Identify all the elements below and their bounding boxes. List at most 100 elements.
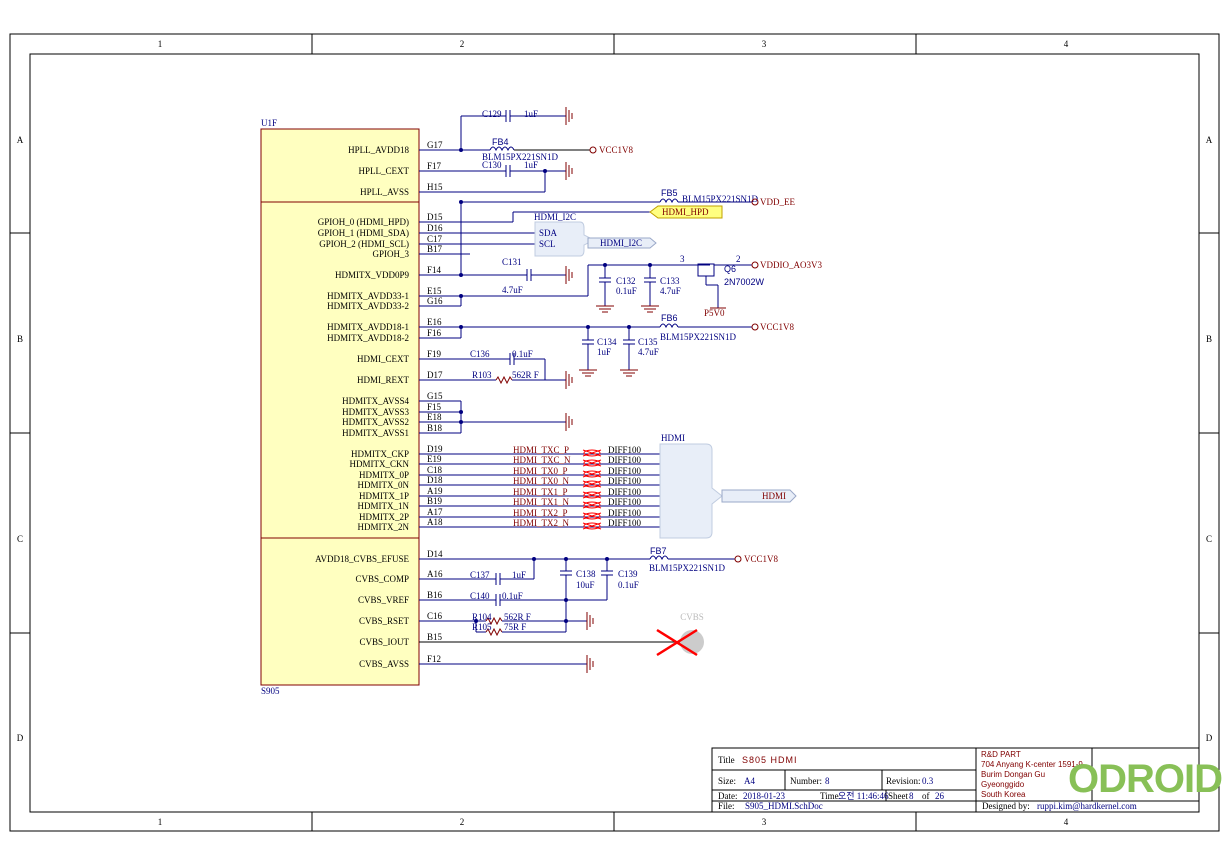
hdmi-net-class: DIFF100: [608, 476, 642, 486]
pin-number: D18: [427, 475, 443, 485]
r105-value: 75R F: [504, 622, 526, 632]
pin-name: HDMITX_0P: [359, 470, 409, 480]
junction-dot: [459, 410, 463, 414]
hdmi-hpd-label: HDMI_HPD: [662, 207, 709, 217]
hpll-section: C129 1uF FB4 BLM15PX221SN1D VCC1V8 C130 …: [419, 109, 634, 193]
pin-number: C18: [427, 465, 443, 475]
pin-number: H15: [427, 182, 443, 192]
pin-name: HDMITX_AVSS3: [342, 407, 409, 417]
date-value: 2018-01-23: [743, 791, 785, 801]
hdmi-i2c-port[interactable]: [587, 237, 657, 249]
c131-ref: C131: [502, 257, 522, 267]
cvbs-label: CVBS: [680, 612, 704, 622]
pin-number: E19: [427, 454, 442, 464]
pin-number: G17: [427, 140, 443, 150]
ground-icon: [565, 413, 573, 431]
sheet-title: S805 HDMI: [742, 755, 798, 765]
q6-pin3: 3: [680, 254, 685, 264]
junction-dot: [586, 325, 590, 329]
pin-number: F16: [427, 328, 442, 338]
diff-pair-marker-icon: [582, 449, 602, 457]
fb7-ref: FB7: [650, 546, 667, 556]
pin-number: C16: [427, 611, 443, 621]
vddio-port-icon: [751, 261, 759, 269]
q6-mosfet-icon[interactable]: [697, 263, 715, 277]
pin-name: HDMITX_0N: [358, 480, 410, 490]
pin-number: E15: [427, 286, 442, 296]
designed-label: Designed by:: [982, 801, 1030, 811]
ground-icon: [641, 305, 659, 313]
hdmi-port[interactable]: [721, 489, 797, 503]
pin-name: HDMITX_AVSS1: [342, 428, 409, 438]
ground-icon: [579, 369, 597, 377]
avdd18-section: FB6 BLM15PX221SN1D VCC1V8 C134 1uF C135 …: [419, 313, 795, 370]
pin-name: AVDD18_CVBS_EFUSE: [315, 554, 409, 564]
junction-dot: [648, 263, 652, 267]
avss-section: [419, 400, 566, 434]
junction-dot: [459, 148, 463, 152]
company-line: Gyeonggido: [981, 780, 1025, 789]
diff-pair-marker-icon: [582, 522, 602, 530]
hdmi-bus: HDMI HDMI: [659, 433, 797, 539]
c139-ref: C139: [618, 569, 638, 579]
hdmi-net-class: DIFF100: [608, 466, 642, 476]
hdmi-hpd-port[interactable]: [649, 205, 723, 219]
c136-value: 0.1uF: [512, 349, 533, 359]
fb4-value: BLM15PX221SN1D: [482, 152, 559, 162]
junction-dot: [532, 557, 536, 561]
hdmi-net-label: HDMI_TX2_N: [513, 518, 569, 528]
vcc1v8-port-icon: [589, 146, 597, 154]
ic-u1f[interactable]: U1F S905: [260, 118, 420, 696]
c138-value: 10uF: [576, 580, 595, 590]
q6-pin2: 2: [736, 254, 741, 264]
pin-name: HDMITX_AVDD18-1: [327, 322, 409, 332]
pin-name: CVBS_IOUT: [359, 637, 409, 647]
pin-name: CVBS_COMP: [355, 574, 409, 584]
q6-ref: Q6: [724, 264, 736, 274]
pin-number: D19: [427, 444, 443, 454]
hdmi-net-label: HDMI_TX1_P: [513, 487, 568, 497]
gpio-section: HDMI_I2C SDA SCL HDMI_I2C HDMI_HPD: [419, 205, 723, 257]
pin-number: A17: [427, 507, 443, 517]
p5v0-label: P5V0: [704, 308, 725, 318]
c133-value: 4.7uF: [660, 286, 681, 296]
pin-number: G15: [427, 391, 443, 401]
cvbs-section: FB7 BLM15PX221SN1D VCC1V8 C137 1uF C138 …: [419, 546, 779, 665]
col-label: 4: [1064, 39, 1069, 49]
sheet-total: 26: [935, 791, 945, 801]
c132-ref: C132: [616, 276, 636, 286]
pin-name: HDMI_CEXT: [357, 354, 409, 364]
hdmi-port-label: HDMI: [762, 491, 786, 501]
c129-value: 1uF: [524, 109, 538, 119]
revision-value: 0.3: [922, 776, 934, 786]
hdmi-net-label: HDMI_TXC_P: [513, 445, 569, 455]
odroid-logo: ODROID: [1068, 757, 1222, 801]
pin-number: F17: [427, 161, 442, 171]
r105-ref: R105: [472, 622, 492, 632]
c129-ref: C129: [482, 109, 502, 119]
diff-pair-marker-icon: [582, 470, 602, 478]
row-label: B: [1206, 334, 1212, 344]
title-label: Title: [718, 755, 735, 765]
pin-number: E16: [427, 317, 442, 327]
file-value: S905_HDMI.SchDoc: [745, 801, 823, 811]
hdmi-net-label: HDMI_TX1_N: [513, 497, 569, 507]
ground-icon: [565, 266, 573, 284]
junction-dot: [459, 420, 463, 424]
pin-number: B19: [427, 496, 443, 506]
number-value: 8: [825, 776, 830, 786]
sheet-value: 8: [909, 791, 914, 801]
junction-dot: [564, 598, 568, 602]
pin-name: HDMITX_2P: [359, 512, 409, 522]
pin-number: A18: [427, 517, 443, 527]
hdmi-net-class: DIFF100: [608, 508, 642, 518]
fb7-value: BLM15PX221SN1D: [649, 563, 726, 573]
r104-value: 562R F: [504, 612, 531, 622]
junction-dot: [627, 325, 631, 329]
title-block: Title S805 HDMI Size: A4 Number: 8 Revis…: [711, 747, 1223, 813]
pin-name: HDMITX_CKP: [351, 449, 409, 459]
row-label: A: [1206, 135, 1213, 145]
ic-part-name: S905: [261, 686, 280, 696]
